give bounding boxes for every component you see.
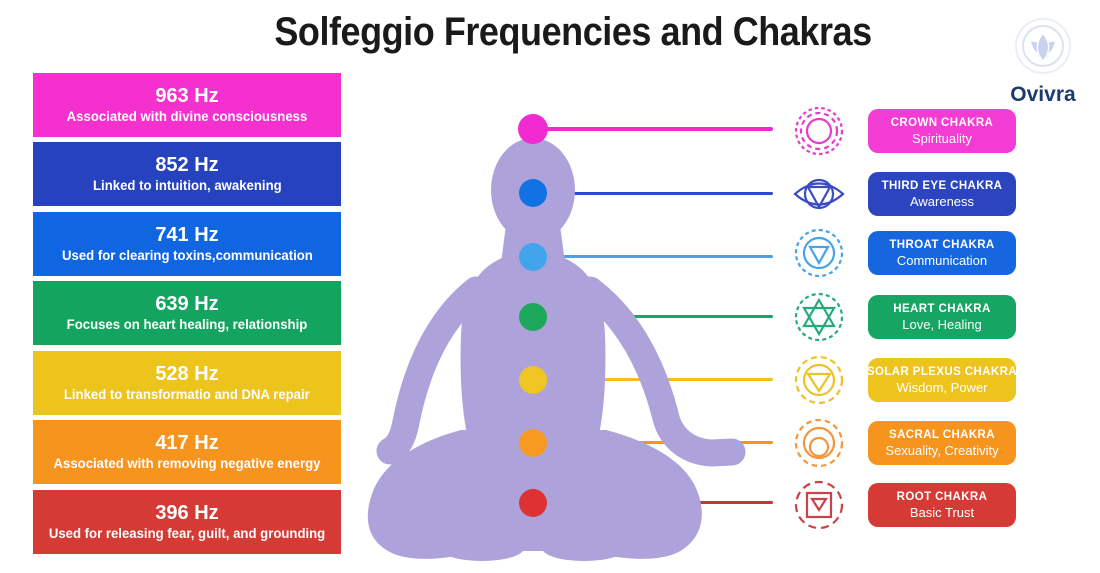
- frequency-card-963: 963 Hz Associated with divine consciousn…: [33, 73, 341, 137]
- throat-chakra-label: THROAT CHAKRA Communication: [868, 231, 1016, 275]
- chakra-trait: Basic Trust: [909, 504, 975, 520]
- heart-connector-line: [533, 315, 773, 318]
- sacral-chakra-icon: [793, 417, 845, 469]
- third-eye-chakra-icon: [793, 168, 845, 220]
- frequency-value: 963 Hz: [155, 84, 219, 107]
- sacral-connector-line: [533, 441, 773, 444]
- frequency-value: 741 Hz: [155, 223, 219, 246]
- meditating-person-silhouette: [360, 100, 780, 570]
- frequency-description: Linked to transformatio and DNA repair: [64, 385, 310, 402]
- chakra-name: SACRAL CHAKRA: [889, 428, 995, 441]
- frequency-card-852: 852 Hz Linked to intuition, awakening: [33, 142, 341, 206]
- frequency-value: 396 Hz: [155, 501, 219, 524]
- third-eye-chakra-label: THIRD EYE CHAKRA Awareness: [868, 172, 1016, 216]
- frequency-card-396: 396 Hz Used for releasing fear, guilt, a…: [33, 490, 341, 554]
- sacral-chakra-label: SACRAL CHAKRA Sexuality, Creativity: [868, 421, 1016, 465]
- chakra-name: HEART CHAKRA: [893, 302, 991, 315]
- chakra-name: THROAT CHAKRA: [889, 238, 995, 251]
- throat-connector-line: [533, 255, 773, 258]
- solar-chakra-dot: [519, 366, 547, 394]
- chakra-name: CROWN CHAKRA: [890, 116, 994, 129]
- frequency-card-417: 417 Hz Associated with removing negative…: [33, 420, 341, 484]
- throat-chakra-dot: [519, 243, 547, 271]
- frequency-description: Used for releasing fear, guilt, and grou…: [48, 524, 326, 541]
- chakra-name: THIRD EYE CHAKRA: [881, 179, 1003, 192]
- chakra-trait: Spirituality: [912, 130, 972, 146]
- frequency-value: 852 Hz: [155, 153, 219, 176]
- frequency-description: Focuses on heart healing, relationship: [66, 315, 308, 332]
- frequency-description: Associated with removing negative energy: [53, 454, 321, 471]
- crown-chakra-label: CROWN CHAKRA Spirituality: [868, 109, 1016, 153]
- solar-plexus-chakra-icon: [793, 354, 845, 406]
- chakra-name: SOLAR PLEXUS CHAKRA: [866, 365, 1018, 378]
- frequency-card-741: 741 Hz Used for clearing toxins,communic…: [33, 212, 341, 276]
- chakra-trait: Communication: [896, 252, 988, 268]
- heart-chakra-icon: [793, 291, 845, 343]
- chakra-trait: Awareness: [909, 193, 975, 209]
- chakra-trait: Wisdom, Power: [896, 379, 988, 395]
- throat-chakra-icon: [793, 227, 845, 279]
- third-eye-chakra-dot: [519, 179, 547, 207]
- page-title: Solfeggio Frequencies and Chakras: [274, 10, 872, 54]
- root-chakra-dot: [519, 489, 547, 517]
- crown-chakra-dot: [518, 114, 548, 144]
- frequency-value: 528 Hz: [155, 362, 219, 385]
- frequency-description: Associated with divine consciousness: [66, 107, 308, 124]
- brand-name: Ovivra: [1010, 83, 1076, 106]
- root-chakra-label: ROOT CHAKRA Basic Trust: [868, 483, 1016, 527]
- lotus-logo-icon: [1015, 18, 1071, 74]
- root-chakra-icon: [793, 479, 845, 531]
- frequency-card-528: 528 Hz Linked to transformatio and DNA r…: [33, 351, 341, 415]
- chakra-name: ROOT CHAKRA: [896, 490, 988, 503]
- crown-connector-line: [533, 127, 773, 131]
- third-eye-connector-line: [533, 192, 773, 195]
- heart-chakra-dot: [519, 303, 547, 331]
- solar-plexus-chakra-label: SOLAR PLEXUS CHAKRA Wisdom, Power: [866, 358, 1018, 402]
- crown-chakra-icon: [793, 105, 845, 157]
- heart-chakra-label: HEART CHAKRA Love, Healing: [868, 295, 1016, 339]
- sacral-chakra-dot: [519, 429, 547, 457]
- brand-logo: Ovivra: [1005, 16, 1081, 107]
- frequency-card-639: 639 Hz Focuses on heart healing, relatio…: [33, 281, 341, 345]
- chakra-trait: Sexuality, Creativity: [885, 442, 999, 458]
- frequency-value: 417 Hz: [155, 431, 219, 454]
- frequency-description: Used for clearing toxins,communication: [61, 246, 313, 263]
- frequency-value: 639 Hz: [155, 292, 219, 315]
- chakra-trait: Love, Healing: [902, 316, 982, 332]
- frequency-description: Linked to intuition, awakening: [92, 176, 282, 193]
